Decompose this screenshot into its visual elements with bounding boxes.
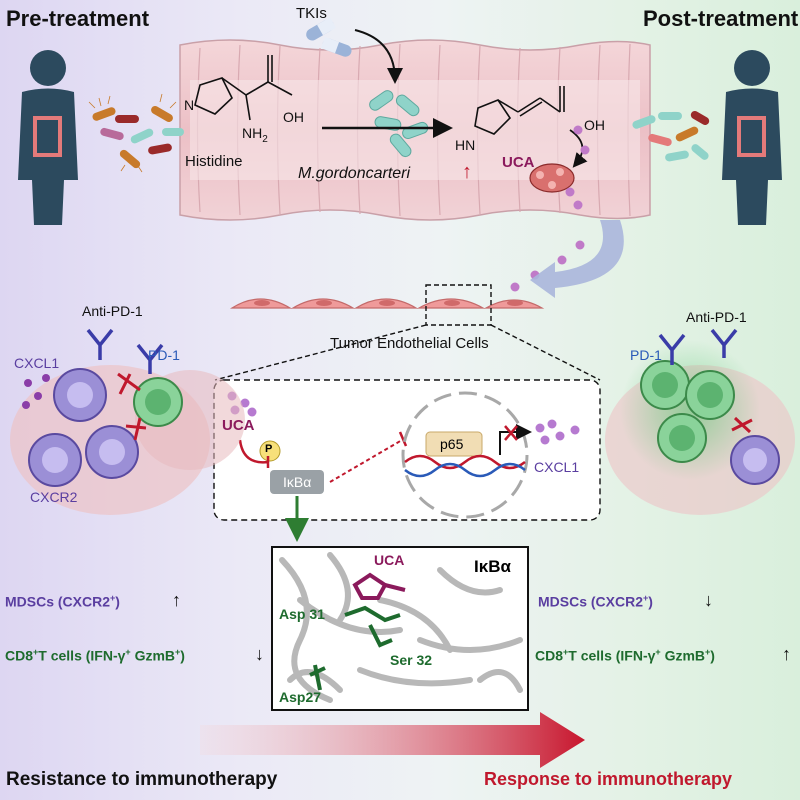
left-mdsc-arrow: ↑ [172, 590, 181, 610]
right-anti-pd1-label: Anti-PD-1 [686, 309, 747, 325]
resistance-label: Resistance to immunotherapy [6, 769, 278, 790]
uca-oh-label: OH [584, 117, 605, 133]
patient-post-figure [722, 50, 782, 225]
left-tme [10, 365, 245, 515]
pathway-uca-label: UCA [222, 417, 255, 434]
histidine-nh2-label: NH2 [242, 125, 268, 145]
phospho-badge [259, 440, 281, 462]
left-cd8-readout: CD8+T cells (IFN-γ+ GzmB+) [5, 647, 185, 664]
right-mdsc-arrow: ↓ [704, 590, 713, 610]
left-pd1-label: PD-1 [148, 347, 180, 363]
tumor-endothelial-cells [229, 298, 545, 309]
pathway-cxcl1-dots [535, 419, 580, 445]
p65-label: p65 [440, 436, 464, 452]
histidine-label: Histidine [185, 153, 243, 170]
histidine-oh-label: OH [283, 109, 304, 125]
binding-residues [309, 605, 401, 691]
microbiota-pre [88, 93, 184, 173]
right-cd8-arrow: ↑ [782, 644, 791, 664]
left-mdsc-readout: MDSCs (CXCR2+) [5, 593, 120, 610]
uca-cluster [529, 129, 588, 193]
uca-inhibition [238, 439, 270, 468]
endothelial-label: Tumor Endothelial Cells [330, 335, 489, 352]
bacterium-label: M.gordoncarteri [298, 165, 411, 182]
left-cxcl1-dots [22, 374, 50, 409]
ser32-label: Ser 32 [390, 652, 433, 668]
response-label: Response to immunotherapy [484, 769, 733, 789]
right-mdsc-readout: MDSCs (CXCR2+) [538, 593, 653, 610]
left-antibody [86, 328, 164, 374]
outcome-arrow [200, 712, 585, 768]
right-antibody [658, 328, 738, 365]
nucleus [401, 391, 529, 519]
phospho-label: P [265, 443, 273, 455]
uca-ligand [352, 572, 406, 600]
post-treatment-heading: Post-treatment [643, 6, 799, 31]
histidine-structure [194, 55, 293, 121]
right-cd8-readout: CD8+T cells (IFN-γ+ GzmB+) [535, 647, 715, 664]
uca-structure [474, 86, 565, 135]
left-cd8-arrow: ↓ [255, 644, 264, 664]
cxcr2-label: CXCR2 [30, 489, 78, 505]
ikba-box [270, 470, 324, 494]
structure-title: IκBα [474, 557, 511, 576]
patient-pre-figure [18, 50, 78, 225]
pre-treatment-heading: Pre-treatment [6, 6, 150, 31]
ikba-label: IκBα [283, 474, 312, 490]
right-pd1-label: PD-1 [630, 347, 662, 363]
asp31-label: Asp 31 [279, 606, 325, 622]
gut-uca-label: UCA [502, 154, 535, 171]
structure-uca-label: UCA [374, 552, 405, 568]
right-tme [605, 340, 795, 515]
microbiota-post [632, 111, 710, 162]
uca-transport-arrow [530, 220, 624, 298]
left-anti-pd1-label: Anti-PD-1 [82, 303, 143, 319]
pathway-cxcl1-label: CXCL1 [534, 459, 580, 475]
uca-hn-label: HN [455, 137, 476, 153]
asp27-label: Asp27 [279, 689, 322, 705]
p65-box [425, 431, 483, 457]
bacterium-increase-arrow: ↑ [462, 161, 472, 183]
tki-capsules [306, 17, 403, 84]
tkis-label: TKIs [296, 5, 327, 22]
protein-ribbons [279, 552, 523, 703]
uca-molecules [510, 125, 590, 292]
left-cxcl1-label: CXCL1 [14, 355, 60, 371]
zoom-box [425, 284, 492, 326]
histidine-n-label: N [184, 97, 195, 113]
